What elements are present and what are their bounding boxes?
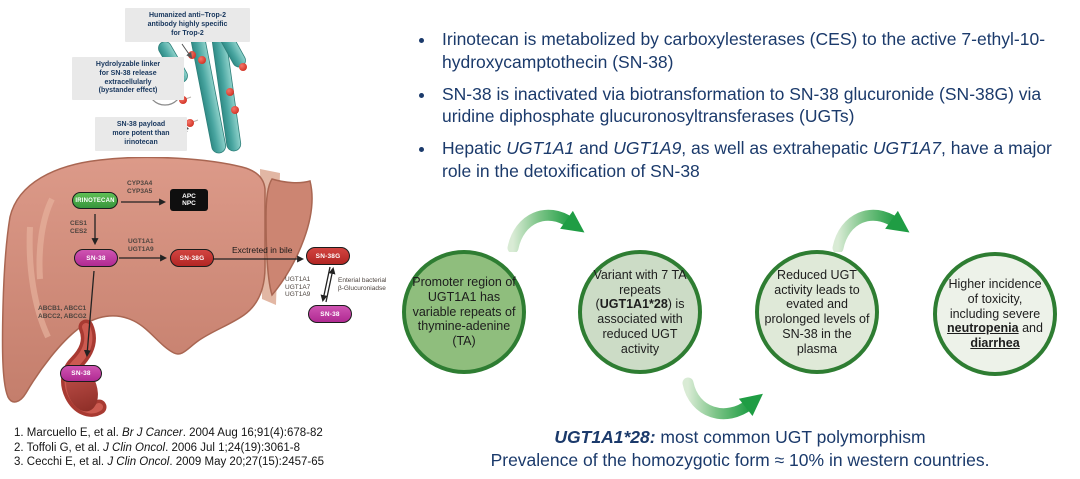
curved-arrow-icon xyxy=(832,209,910,252)
label-ugt-reconjugation: UGT1A1 UGT1A7 UGT1A9 xyxy=(285,276,311,299)
pathway-arrows xyxy=(83,198,336,358)
label-abc-transporters: ABCB1, ABCC1 ABCC2, ABCG2 xyxy=(38,305,87,320)
label-bacterial-glucuronidase: Enterial bacterial β-Glucuroniadse xyxy=(338,277,387,292)
footer-statement: UGT1A1*28: most common UGT polymorphism … xyxy=(400,426,1080,473)
label-ces1-ces2: CES1 CES2 xyxy=(70,220,87,235)
flow-circle-text: Higher incidence of toxicity, including … xyxy=(947,277,1043,351)
flow-circle-text: Reduced UGT activity leads to evated and… xyxy=(764,267,870,356)
footer-line2: Prevalence of the homozygotic form ≈ 10%… xyxy=(490,450,990,471)
liver-highlights xyxy=(26,197,55,339)
reference-item: 1. Marcuello E, et al. Br J Cancer. 2004… xyxy=(14,427,323,439)
node-sn38g-bile: SN-38G xyxy=(306,247,350,265)
flow-circle-text: Promoter region of UGT1A1 has variable r… xyxy=(412,275,516,349)
node-sn38: SN-38 xyxy=(74,249,118,267)
bullet-sn38-inactivation: SN-38 is inactivated via biotransformati… xyxy=(436,83,1080,129)
flow-circle-variant: Variant with 7 TA repeats (UGT1A1*28) is… xyxy=(578,250,702,374)
liver-left-lobe xyxy=(1,157,266,403)
flow-circle-toxicity: Higher incidence of toxicity, including … xyxy=(933,252,1057,376)
adc-label-linker: Hydrolyzable linker for SN-38 release ex… xyxy=(72,57,184,100)
bullet-hepatic-ugt: Hepatic UGT1A1 and UGT1A9, as well as ex… xyxy=(436,137,1080,183)
footer-line1: UGT1A1*28: most common UGT polymorphism xyxy=(400,426,1080,449)
bullet-list: Irinotecan is metabolized by carboxylest… xyxy=(412,28,1080,192)
adc-antibody-diagram: Humanized anti–Trop-2 antibody highly sp… xyxy=(70,2,345,165)
node-sn38g: SN-38G xyxy=(170,249,214,267)
footer-ugt-lead: UGT1A1*28: xyxy=(554,427,656,447)
flow-circle-text: Variant with 7 TA repeats (UGT1A1*28) is… xyxy=(593,267,687,356)
footer-line1-rest: most common UGT polymorphism xyxy=(655,427,926,447)
flow-circle-reduced-activity: Reduced UGT activity leads to evated and… xyxy=(755,250,879,374)
label-cyp3a4-cyp3a5: CYP3A4 CYP3A5 xyxy=(127,180,153,195)
node-irinotecan: IRINOTECAN xyxy=(72,192,118,209)
references: 1. Marcuello E, et al. Br J Cancer. 2004… xyxy=(14,426,324,470)
reference-item: 2. Toffoli G, et al. J Clin Oncol. 2006 … xyxy=(14,441,300,454)
reference-item: 3. Cecchi E, et al. J Clin Oncol. 2009 M… xyxy=(14,456,325,469)
node-sn38-biliary: SN-38 xyxy=(60,365,102,382)
curved-arrow-icon xyxy=(682,377,763,420)
adc-label-payload: SN-38 payload more potent than irinoteca… xyxy=(95,117,187,152)
liver-pathway-diagram: IRINOTECAN APC NPC SN-38 SN-38G SN-38G S… xyxy=(0,157,400,423)
curved-arrow-icon xyxy=(507,209,585,252)
label-excreted-in-bile: Exctreted in bile xyxy=(232,245,293,255)
bullet-irinotecan-metabolism: Irinotecan is metabolized by carboxylest… xyxy=(436,28,1080,74)
node-sn38-intestinal: SN-38 xyxy=(308,305,352,323)
label-ugt1a1-ugt1a9: UGT1A1 UGT1A9 xyxy=(128,238,154,253)
liver-right-lobe xyxy=(265,178,313,297)
flow-circle-promoter: Promoter region of UGT1A1 has variable r… xyxy=(402,250,526,374)
adc-label-antibody: Humanized anti–Trop-2 antibody highly sp… xyxy=(125,8,250,43)
node-apc-npc: APC NPC xyxy=(170,189,208,211)
